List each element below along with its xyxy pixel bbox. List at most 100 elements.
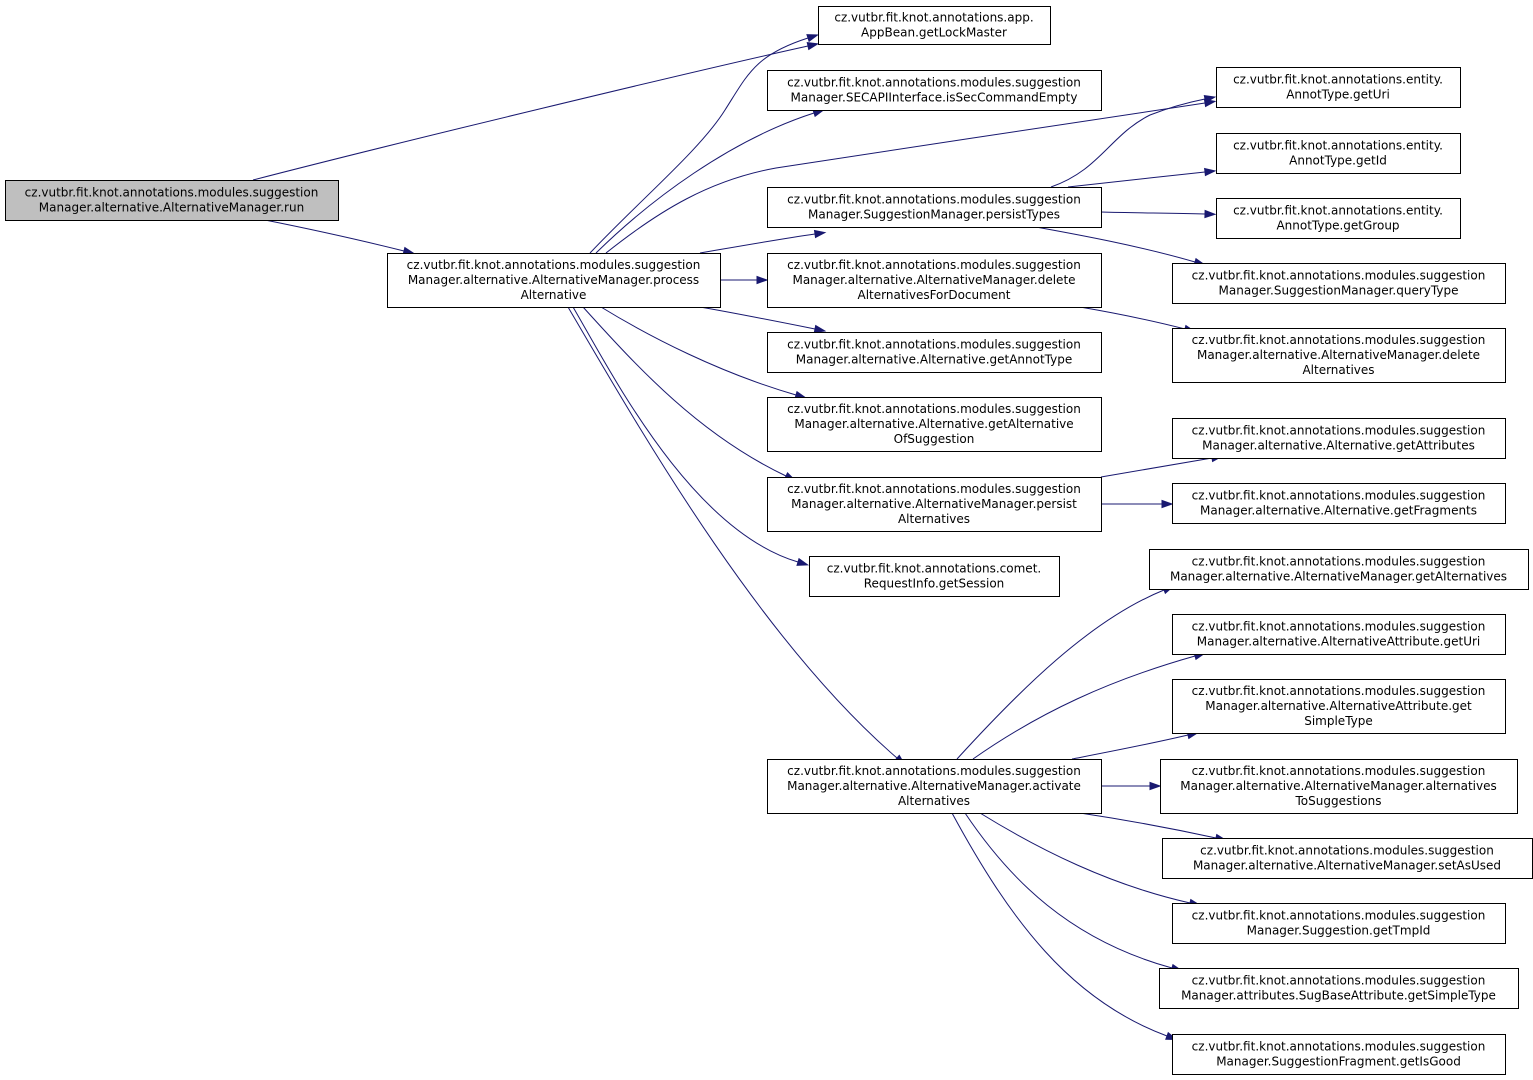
- arrowhead: [1149, 781, 1162, 791]
- node-delete-alternatives-for-document[interactable]: cz.vutbr.fit.knot.annotations.modules.su…: [767, 253, 1102, 308]
- node-box: [1172, 483, 1506, 524]
- node-label-line: cz.vutbr.fit.knot.annotations.modules.su…: [1192, 269, 1486, 283]
- arrowhead: [806, 34, 819, 43]
- node-box: [1172, 614, 1506, 655]
- node-delete-alternatives[interactable]: cz.vutbr.fit.knot.annotations.modules.su…: [1172, 328, 1506, 383]
- node-label-line: cz.vutbr.fit.knot.annotations.modules.su…: [25, 186, 319, 200]
- node-label-line: Manager.alternative.Alternative.getAttri…: [1202, 439, 1475, 453]
- node-label-line: Manager.alternative.AlternativeManager.d…: [1197, 348, 1480, 362]
- node-label-line: ToSuggestions: [1295, 794, 1382, 808]
- node-attr-get-uri[interactable]: cz.vutbr.fit.knot.annotations.modules.su…: [1172, 614, 1506, 655]
- edge-persist-types-to-annot-get-uri: [1050, 94, 1217, 188]
- node-box: [1159, 968, 1519, 1009]
- node-label-line: cz.vutbr.fit.knot.annotations.modules.su…: [1192, 764, 1486, 778]
- node-label-line: cz.vutbr.fit.knot.annotations.modules.su…: [1192, 333, 1486, 347]
- arrowhead: [796, 557, 810, 566]
- node-is-sec-command-empty[interactable]: cz.vutbr.fit.knot.annotations.modules.su…: [767, 70, 1102, 111]
- node-box: [1216, 198, 1461, 239]
- node-label-line: Alternative: [521, 288, 587, 302]
- node-label-line: Manager.SuggestionManager.persistTypes: [808, 208, 1060, 222]
- node-get-fragments[interactable]: cz.vutbr.fit.knot.annotations.modules.su…: [1172, 483, 1506, 524]
- edge-activate-alternatives-to-get-is-good: [951, 812, 1178, 1041]
- node-persist-alternatives[interactable]: cz.vutbr.fit.knot.annotations.modules.su…: [767, 477, 1102, 532]
- node-get-is-good[interactable]: cz.vutbr.fit.knot.annotations.modules.su…: [1172, 1034, 1506, 1075]
- node-label-line: Manager.alternative.AlternativeManager.r…: [39, 201, 304, 215]
- node-label-line: RequestInfo.getSession: [864, 577, 1005, 591]
- node-label-line: Manager.alternative.AlternativeManager.a…: [787, 779, 1081, 793]
- node-label-line: Alternatives: [898, 794, 970, 808]
- node-box: [767, 397, 1102, 452]
- node-persist-types[interactable]: cz.vutbr.fit.knot.annotations.modules.su…: [767, 187, 1102, 228]
- node-label-line: Manager.alternative.AlternativeAttribute…: [1205, 699, 1472, 713]
- arrowhead: [806, 42, 820, 51]
- node-label-line: cz.vutbr.fit.knot.annotations.modules.su…: [787, 402, 1081, 416]
- node-box: [1216, 67, 1461, 108]
- node-label-line: cz.vutbr.fit.knot.annotations.modules.su…: [787, 76, 1081, 90]
- node-label-line: cz.vutbr.fit.knot.annotations.modules.su…: [1192, 489, 1486, 503]
- node-box: [767, 477, 1102, 532]
- node-label-line: Manager.alternative.Alternative.getAnnot…: [796, 353, 1073, 367]
- node-label-line: AppBean.getLockMaster: [861, 26, 1007, 40]
- node-alternatives-to-suggestions[interactable]: cz.vutbr.fit.knot.annotations.modules.su…: [1160, 759, 1518, 814]
- node-query-type[interactable]: cz.vutbr.fit.knot.annotations.modules.su…: [1172, 263, 1506, 304]
- node-get-lock-master[interactable]: cz.vutbr.fit.knot.annotations.app.AppBea…: [818, 6, 1051, 45]
- node-label-line: cz.vutbr.fit.knot.annotations.modules.su…: [1192, 974, 1486, 988]
- node-get-tmp-id[interactable]: cz.vutbr.fit.knot.annotations.modules.su…: [1172, 903, 1506, 944]
- edge-activate-alternatives-to-attr-get-simple-type: [1071, 731, 1200, 760]
- edge-persist-types-to-annot-get-id: [1067, 167, 1217, 188]
- node-label-line: Alternatives: [898, 512, 970, 526]
- node-get-attributes[interactable]: cz.vutbr.fit.knot.annotations.modules.su…: [1172, 418, 1506, 459]
- arrowhead: [756, 275, 769, 285]
- node-label-line: cz.vutbr.fit.knot.annotations.modules.su…: [1192, 1040, 1486, 1054]
- node-box: [1172, 328, 1506, 383]
- node-label-line: Manager.alternative.AlternativeManager.g…: [1170, 570, 1507, 584]
- node-box: [1172, 263, 1506, 304]
- node-activate-alternatives[interactable]: cz.vutbr.fit.knot.annotations.modules.su…: [767, 759, 1102, 814]
- node-box: [767, 332, 1102, 373]
- node-get-session[interactable]: cz.vutbr.fit.knot.annotations.comet.Requ…: [809, 556, 1060, 597]
- edges-layer: [252, 34, 1228, 1041]
- node-box: [1160, 759, 1518, 814]
- edge-persist-types-to-annot-get-group: [1100, 209, 1217, 219]
- node-box: [767, 253, 1102, 308]
- node-get-alternative-of-suggestion[interactable]: cz.vutbr.fit.knot.annotations.modules.su…: [767, 397, 1102, 452]
- node-annot-get-group[interactable]: cz.vutbr.fit.knot.annotations.entity.Ann…: [1216, 198, 1461, 239]
- node-sug-base-get-simple-type[interactable]: cz.vutbr.fit.knot.annotations.modules.su…: [1159, 968, 1519, 1009]
- node-get-alternatives[interactable]: cz.vutbr.fit.knot.annotations.modules.su…: [1149, 549, 1529, 590]
- arrowhead: [813, 324, 827, 334]
- node-label-line: AnnotType.getGroup: [1276, 219, 1399, 233]
- node-box: [387, 253, 721, 308]
- node-box: [1172, 418, 1506, 459]
- node-label-line: cz.vutbr.fit.knot.annotations.modules.su…: [1192, 620, 1486, 634]
- node-label-line: cz.vutbr.fit.knot.annotations.modules.su…: [1200, 844, 1494, 858]
- node-set-as-used[interactable]: cz.vutbr.fit.knot.annotations.modules.su…: [1162, 838, 1533, 879]
- node-box: [818, 6, 1051, 45]
- node-label-line: Manager.alternative.AlternativeManager.a…: [1180, 779, 1497, 793]
- node-label-line: Manager.alternative.Alternative.getAlter…: [794, 417, 1073, 431]
- node-annot-get-uri[interactable]: cz.vutbr.fit.knot.annotations.entity.Ann…: [1216, 67, 1461, 108]
- node-box: [809, 556, 1060, 597]
- edge-process-alternative-to-get-annot-type: [699, 306, 827, 334]
- node-box: [767, 70, 1102, 111]
- edge-process-alternative-to-get-lock-master: [589, 34, 819, 254]
- edge-process-alternative-to-annot-get-uri: [605, 98, 1217, 254]
- node-box: [1172, 1034, 1506, 1075]
- node-run[interactable]: cz.vutbr.fit.knot.annotations.modules.su…: [5, 180, 339, 221]
- node-label-line: cz.vutbr.fit.knot.annotations.comet.: [827, 562, 1041, 576]
- node-label-line: Manager.SuggestionManager.queryType: [1219, 284, 1459, 298]
- node-annot-get-id[interactable]: cz.vutbr.fit.knot.annotations.entity.Ann…: [1216, 133, 1461, 174]
- node-get-annot-type[interactable]: cz.vutbr.fit.knot.annotations.modules.su…: [767, 332, 1102, 373]
- arrowhead: [813, 229, 827, 239]
- node-process-alternative[interactable]: cz.vutbr.fit.knot.annotations.modules.su…: [387, 253, 721, 308]
- node-box: [1172, 679, 1506, 734]
- edge-persist-alternatives-to-get-fragments: [1101, 499, 1174, 509]
- edge-activate-alternatives-to-alternatives-to-suggestions: [1101, 781, 1162, 791]
- arrowhead: [1203, 94, 1217, 104]
- node-label-line: cz.vutbr.fit.knot.annotations.modules.su…: [787, 482, 1081, 496]
- arrowhead: [1204, 167, 1217, 177]
- edge-run-to-get-lock-master: [252, 42, 820, 181]
- node-attr-get-simple-type[interactable]: cz.vutbr.fit.knot.annotations.modules.su…: [1172, 679, 1506, 734]
- node-box: [767, 759, 1102, 814]
- edge-process-alternative-to-delete-alternatives-for-document: [720, 275, 769, 285]
